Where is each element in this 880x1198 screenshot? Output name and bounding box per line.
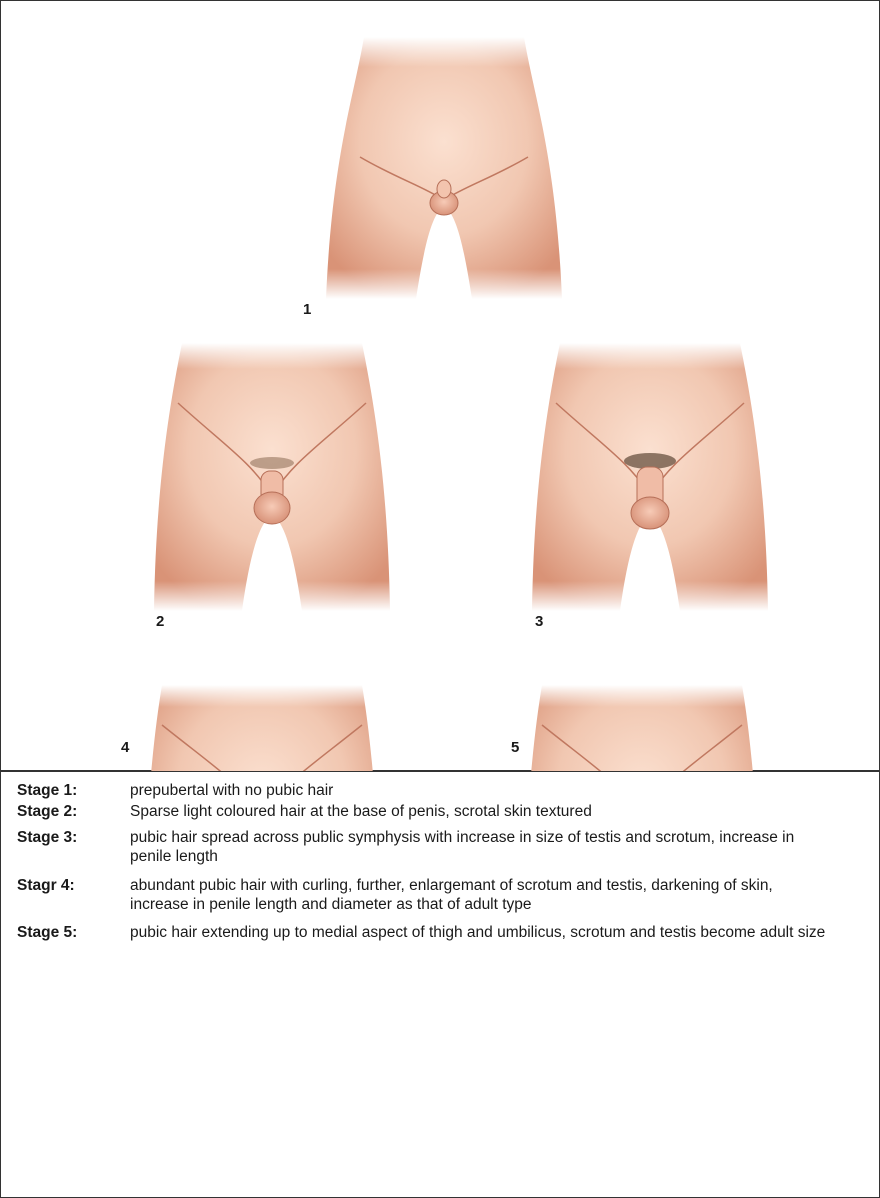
stage-description: abundant pubic hair with curling, furthe… bbox=[130, 876, 830, 914]
caption-stage-3: Stage 3: pubic hair spread across public… bbox=[17, 828, 830, 866]
stage-description: pubic hair spread across public symphysi… bbox=[130, 828, 830, 866]
stage-3-number: 3 bbox=[535, 613, 543, 630]
stage-label: Stage 3: bbox=[17, 828, 130, 866]
stage-1-illustration bbox=[319, 37, 569, 299]
stage-2-illustration bbox=[147, 343, 397, 611]
caption-stage-4: Stagr 4: abundant pubic hair with curlin… bbox=[17, 876, 830, 914]
caption-stage-1: Stage 1: prepubertal with no pubic hair bbox=[17, 781, 830, 800]
caption-panel: Stage 1: prepubertal with no pubic hair … bbox=[0, 771, 880, 1198]
stage-label: Stage 1: bbox=[17, 781, 130, 800]
stage-label: Stage 2: bbox=[17, 802, 130, 821]
stage-label: Stagr 4: bbox=[17, 876, 130, 914]
caption-stage-2: Stage 2: Sparse light coloured hair at t… bbox=[17, 802, 830, 821]
stage-description: pubic hair extending up to medial aspect… bbox=[130, 923, 830, 942]
stage-3-illustration bbox=[525, 343, 775, 611]
figure-panel: 1 2 3 4 bbox=[0, 0, 880, 771]
stage-2-number: 2 bbox=[156, 613, 164, 630]
stage-5-number: 5 bbox=[511, 739, 519, 756]
stage-4-number: 4 bbox=[121, 739, 129, 756]
stage-1-number: 1 bbox=[303, 301, 311, 318]
stage-description: Sparse light coloured hair at the base o… bbox=[130, 802, 830, 821]
stage-label: Stage 5: bbox=[17, 923, 130, 942]
stage-description: prepubertal with no pubic hair bbox=[130, 781, 830, 800]
caption-stage-5: Stage 5: pubic hair extending up to medi… bbox=[17, 923, 830, 942]
